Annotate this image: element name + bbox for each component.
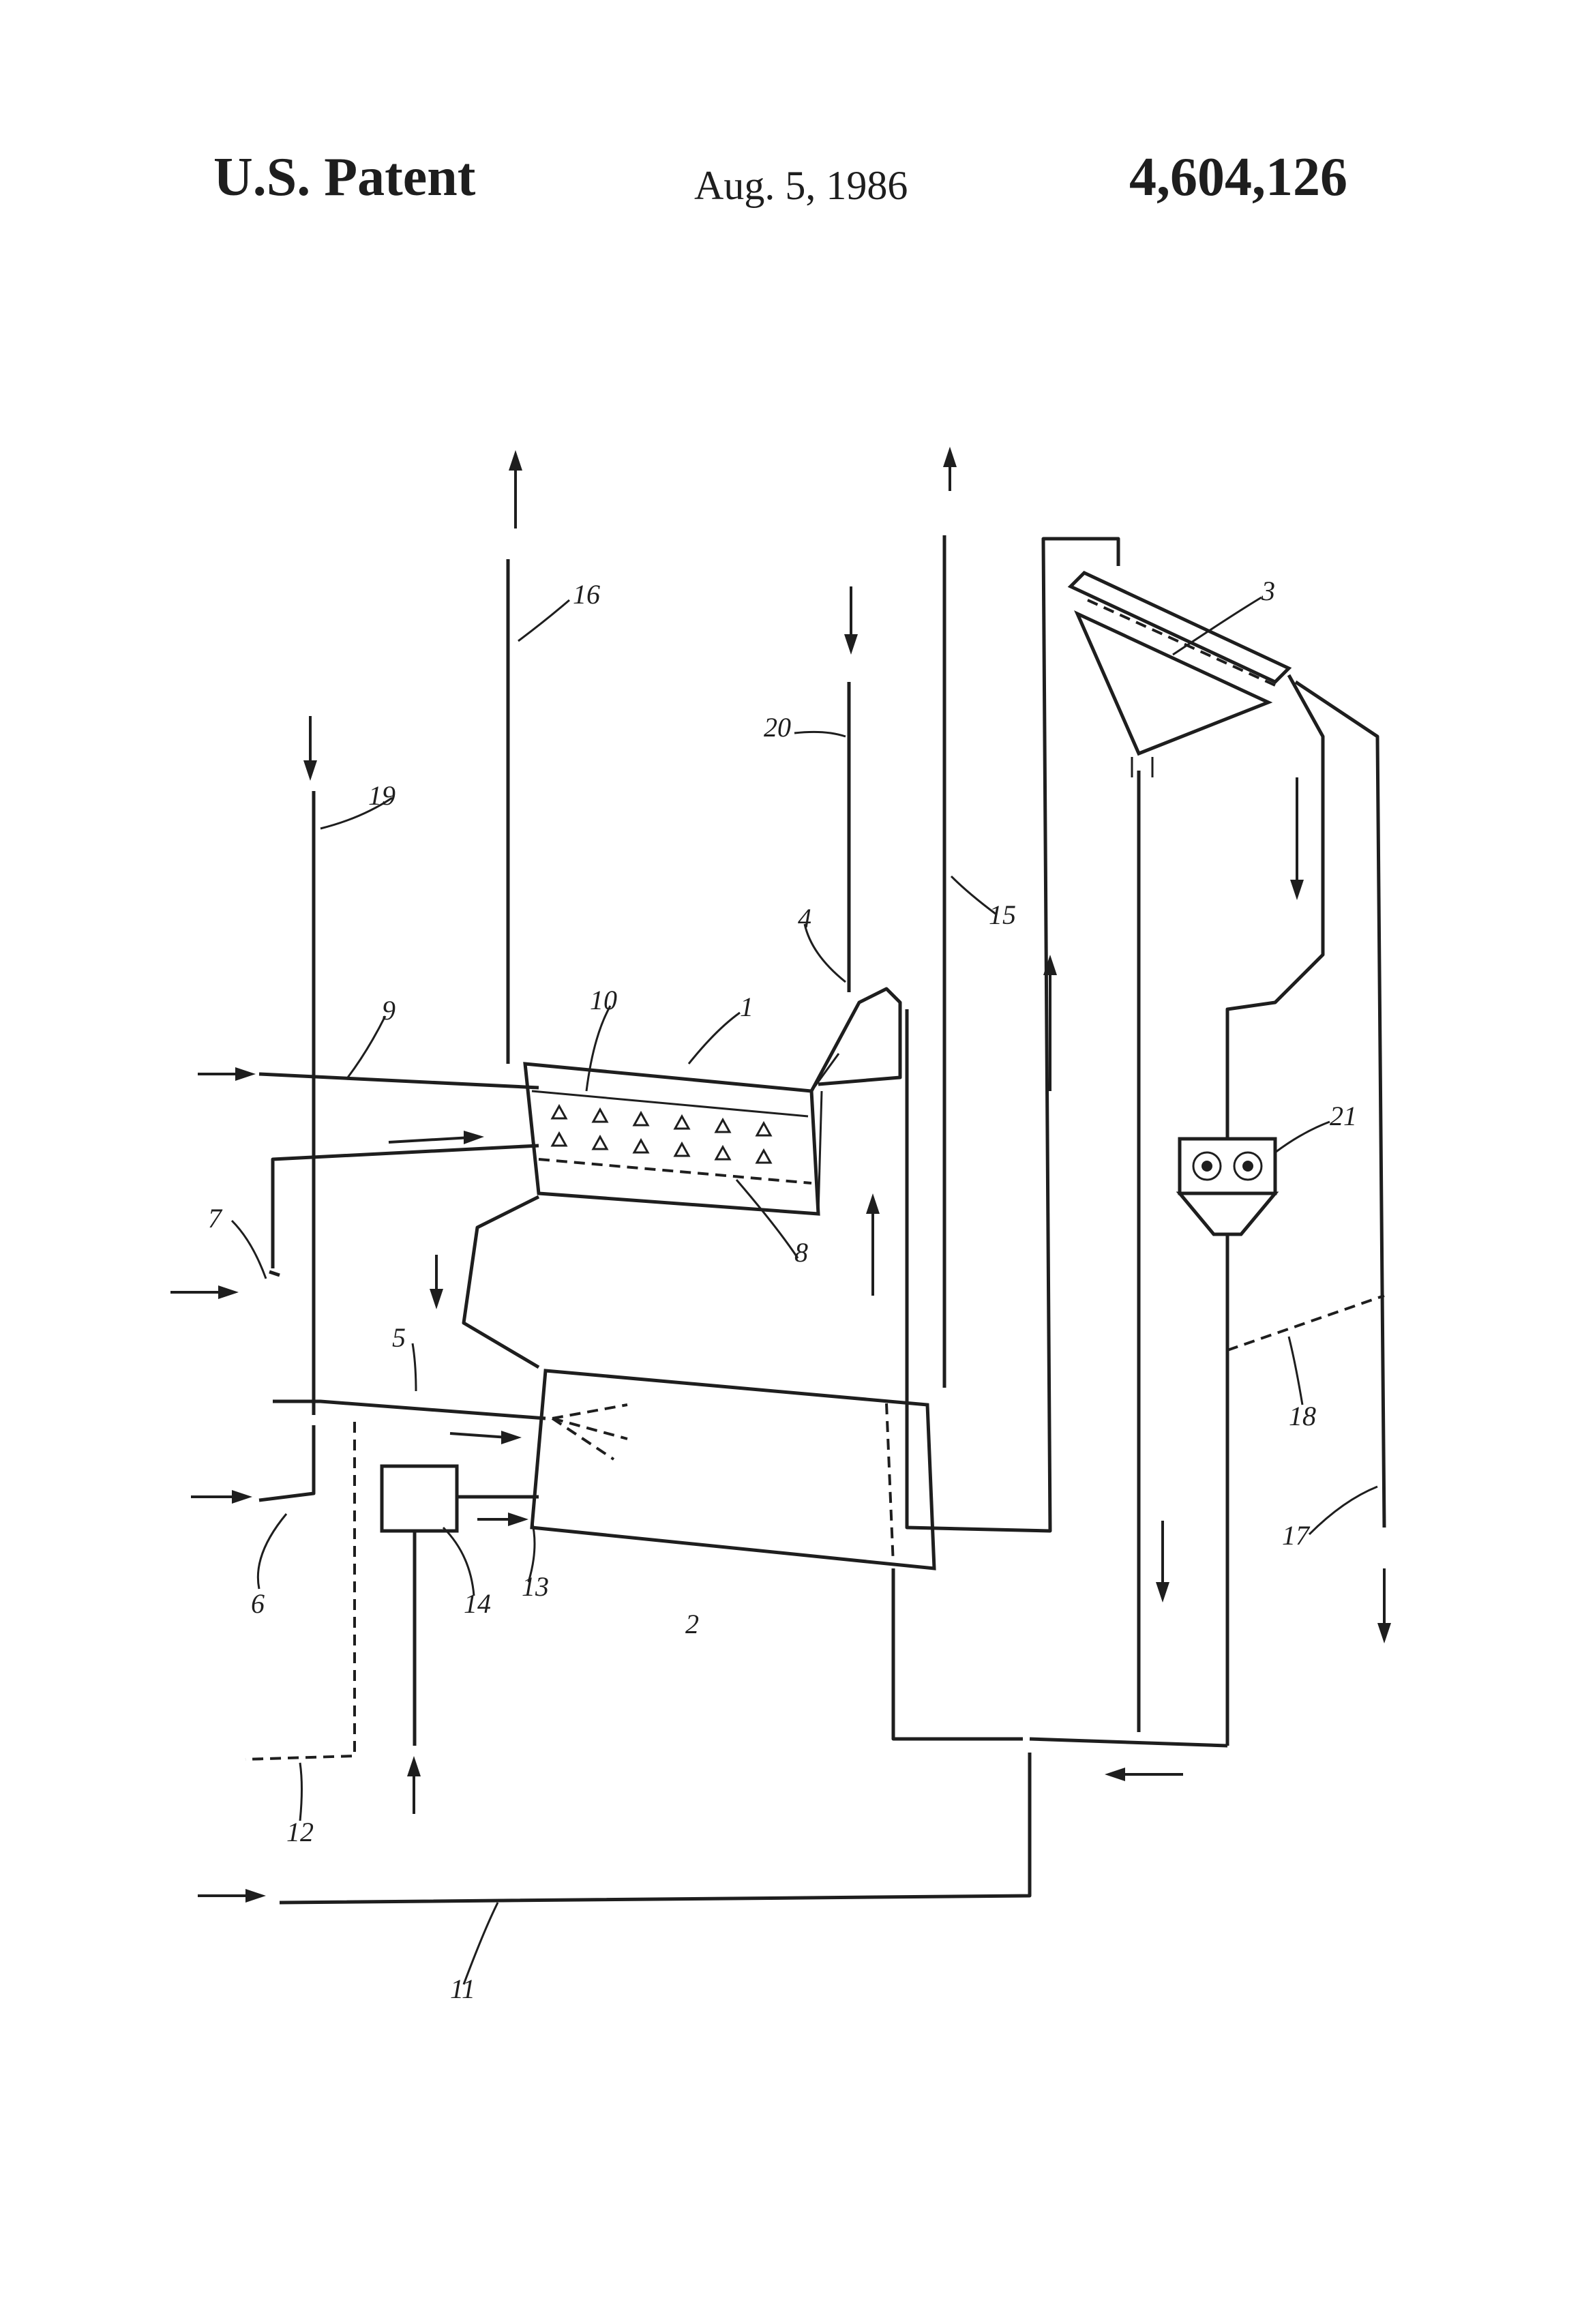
unit-14 (380, 1464, 539, 1746)
unit-21 (1176, 1137, 1279, 1236)
numeral-19: 19 (368, 780, 395, 811)
numeral-1: 1 (740, 992, 753, 1022)
numeral-4: 4 (798, 903, 811, 934)
numeral-11: 11 (450, 1973, 475, 2004)
flow-arrows (170, 447, 1391, 1903)
dashed-line-12 (245, 1422, 356, 1761)
header-date: Aug. 5, 1986 (694, 163, 908, 208)
numeral-12: 12 (286, 1817, 314, 1847)
numeral-15: 15 (989, 899, 1016, 930)
vessel-1 (523, 1053, 840, 1216)
numeral-21: 21 (1330, 1101, 1357, 1131)
numeral-10: 10 (590, 985, 617, 1015)
vessel-2 (530, 1369, 936, 1570)
reference-numerals: 1 2 3 4 5 6 7 8 9 10 11 12 13 14 15 16 1… (208, 576, 1357, 2004)
header-patent-number: 4,604,126 (1129, 147, 1347, 207)
numeral-17: 17 (1282, 1520, 1311, 1551)
numeral-3: 3 (1261, 576, 1275, 606)
numeral-20: 20 (764, 712, 791, 743)
numeral-2: 2 (685, 1609, 699, 1639)
header-patent-label: U.S. Patent (213, 147, 476, 207)
numeral-18: 18 (1289, 1401, 1316, 1431)
numeral-7: 7 (208, 1203, 223, 1234)
dashed-line-18 (1227, 1294, 1385, 1352)
numeral-8: 8 (794, 1237, 808, 1268)
numeral-16: 16 (573, 579, 600, 610)
pipes (258, 535, 1386, 1905)
numeral-5: 5 (392, 1322, 406, 1353)
numeral-6: 6 (251, 1588, 265, 1619)
leader-lines (230, 596, 1378, 1985)
vessel-3 (1067, 570, 1292, 777)
numeral-14: 14 (464, 1588, 491, 1619)
numeral-13: 13 (522, 1571, 549, 1602)
